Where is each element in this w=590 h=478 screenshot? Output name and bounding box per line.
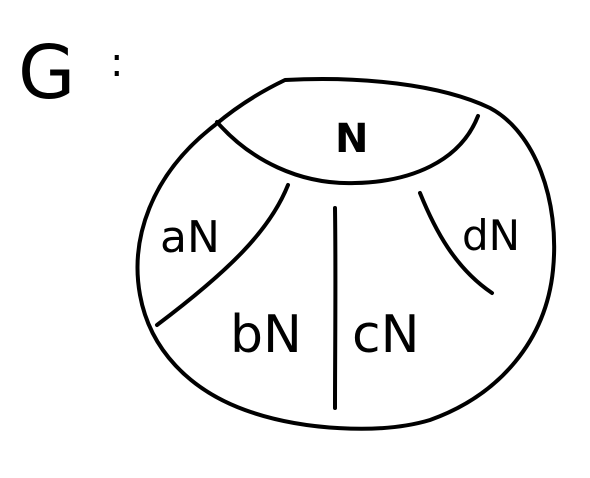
n-region-divider bbox=[215, 114, 480, 186]
coset-label-dn: dN bbox=[462, 211, 520, 260]
coset-label-n: N bbox=[335, 116, 368, 162]
cn-dn-divider bbox=[418, 191, 494, 295]
coset-label-bn: bN bbox=[230, 305, 302, 365]
coset-label-an: aN bbox=[160, 212, 220, 263]
group-label: G bbox=[18, 30, 75, 116]
group-boundary bbox=[135, 77, 557, 431]
an-bn-divider bbox=[155, 183, 290, 327]
colon-label: : bbox=[110, 40, 123, 86]
coset-label-cn: cN bbox=[352, 305, 420, 365]
